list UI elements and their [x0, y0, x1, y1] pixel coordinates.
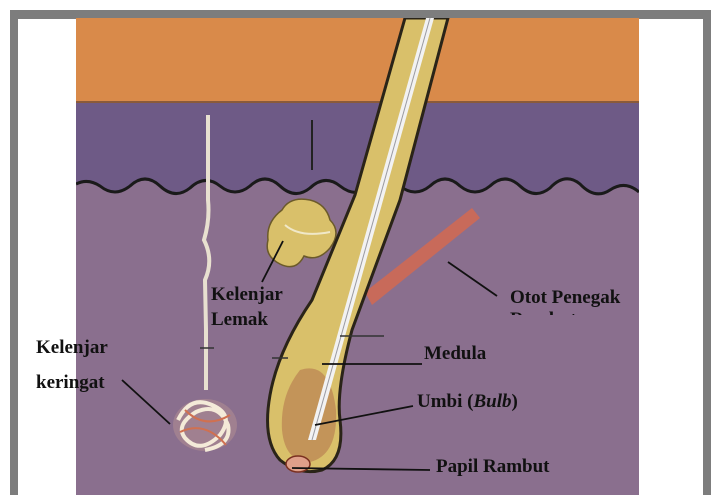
epidermis-layer: [76, 18, 639, 102]
sweat-gland-coil: [173, 399, 237, 451]
label-umbi-suffix: ): [512, 391, 518, 412]
label-otot-penegak-clip: Otot Penegak Rambut: [505, 285, 705, 315]
label-kelenjar-keringat-line2: keringat: [36, 372, 105, 394]
label-kelenjar-lemak-line1: Kelenjar: [211, 284, 283, 306]
label-umbi-italic: Bulb: [473, 391, 511, 412]
label-otot-penegak: Otot Penegak Rambut: [510, 287, 670, 315]
label-kelenjar-lemak-line2: Lemak: [211, 309, 268, 331]
label-umbi-prefix: Umbi (: [417, 391, 473, 412]
dermal-papilla: [286, 456, 310, 472]
dermis-layer: [76, 100, 639, 194]
label-kelenjar-keringat-line1: Kelenjar: [36, 337, 108, 359]
label-umbi: Umbi (Bulb): [417, 391, 518, 413]
label-medula: Medula: [424, 343, 486, 365]
label-papil-rambut: Papil Rambut: [436, 456, 550, 478]
